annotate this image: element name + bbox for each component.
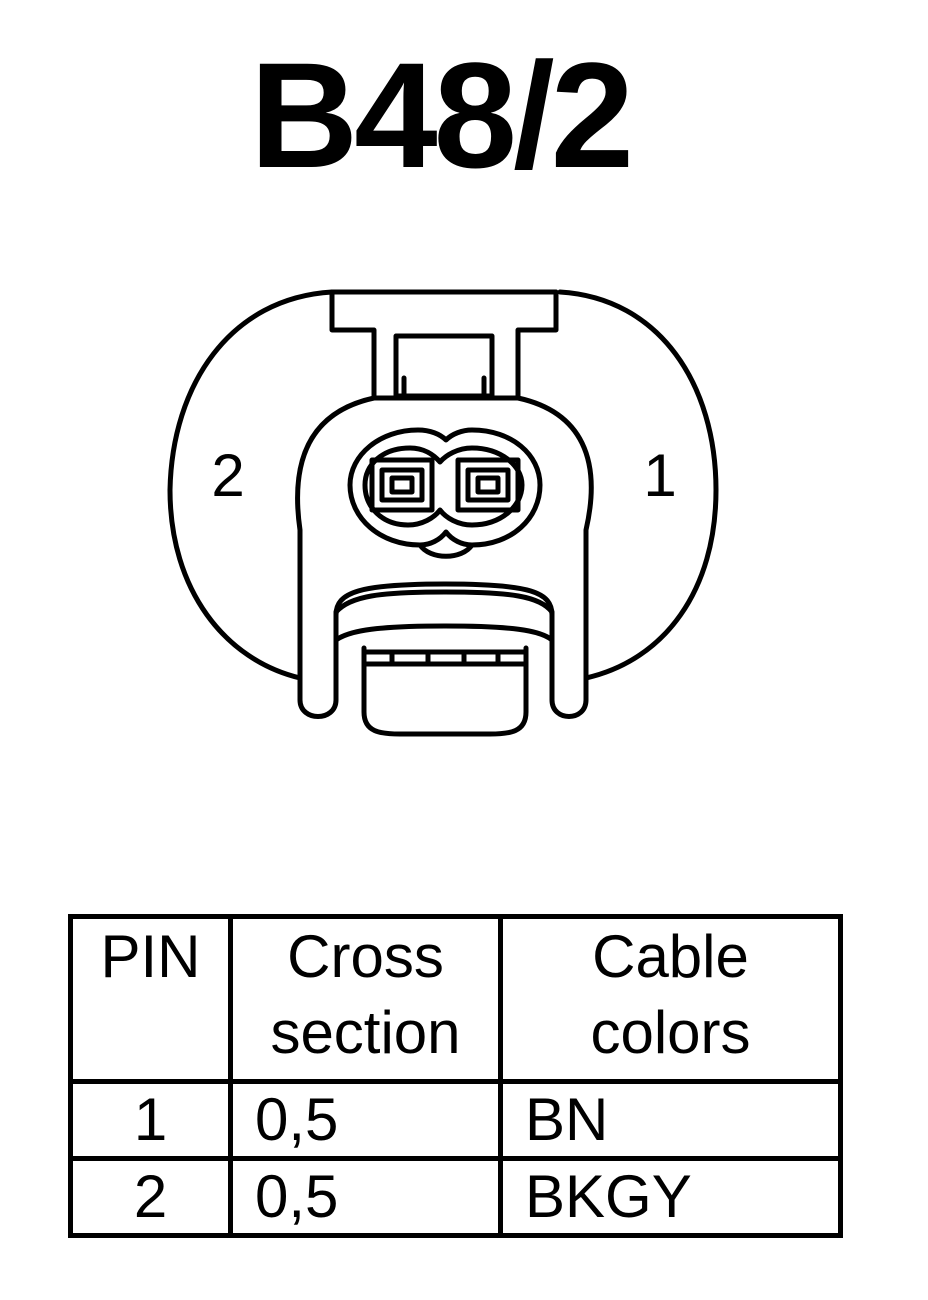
cable-color-cell: BKGY [498,1156,843,1238]
cable-color-cell: BN [498,1079,843,1161]
pin-number-cell: 1 [68,1079,233,1161]
pin-assignment-table: PIN Cross section Cable colors 1 0,5 BN … [68,914,843,1238]
pin-1-label: 1 [643,442,676,509]
cable-exit [361,645,529,737]
header-pin: PIN [68,914,233,1084]
pin-2-label: 2 [211,442,244,509]
locking-latch [329,289,559,401]
table-row: 1 0,5 BN [68,1079,843,1161]
table-row: 2 0,5 BKGY [68,1156,843,1238]
table-header-row: PIN Cross section Cable colors [68,914,843,1084]
cross-section-cell: 0,5 [228,1079,503,1161]
connector-title: B48/2 [249,31,634,199]
inner-shroud [295,395,377,681]
latch-window [393,333,495,399]
lower-latch [333,589,555,643]
pin-2-terminal [369,457,435,513]
cross-section-cell: 0,5 [228,1156,503,1238]
connector-face-diagram: 2 1 [167,289,719,737]
pin-number-cell: 2 [68,1156,233,1238]
terminal-cavity [347,427,543,548]
pin-1-terminal [455,457,521,513]
header-cable-colors: Cable colors [498,914,843,1084]
header-cross-section: Cross section [228,914,503,1084]
connector-housing-outline [167,289,719,719]
